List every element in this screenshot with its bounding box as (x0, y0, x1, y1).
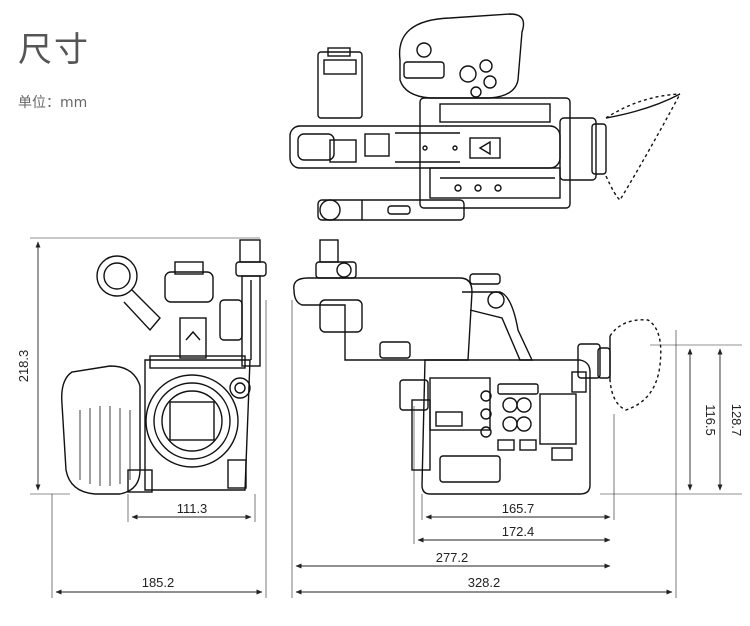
dim-side-277: 277.2 (436, 550, 469, 565)
dim-front-mount-width: 111.3 (177, 501, 208, 516)
camera-top-view (289, 13, 681, 221)
dim-side-172: 172.4 (502, 524, 535, 539)
dim-side-328: 328.2 (468, 575, 501, 590)
unit-label: 单位：mm (18, 95, 88, 111)
dim-side-height-116: 116.5 (703, 404, 718, 436)
camera-front-view (61, 239, 267, 495)
dim-side-165: 165.7 (502, 501, 535, 516)
dim-front-height: 218.3 (16, 350, 31, 383)
page-title: 尺寸 (18, 30, 90, 70)
dim-front-width: 185.2 (142, 575, 175, 590)
camera-side-view (293, 239, 662, 495)
dim-side-height-128: 128.7 (729, 404, 744, 437)
dimension-lines (30, 237, 742, 598)
